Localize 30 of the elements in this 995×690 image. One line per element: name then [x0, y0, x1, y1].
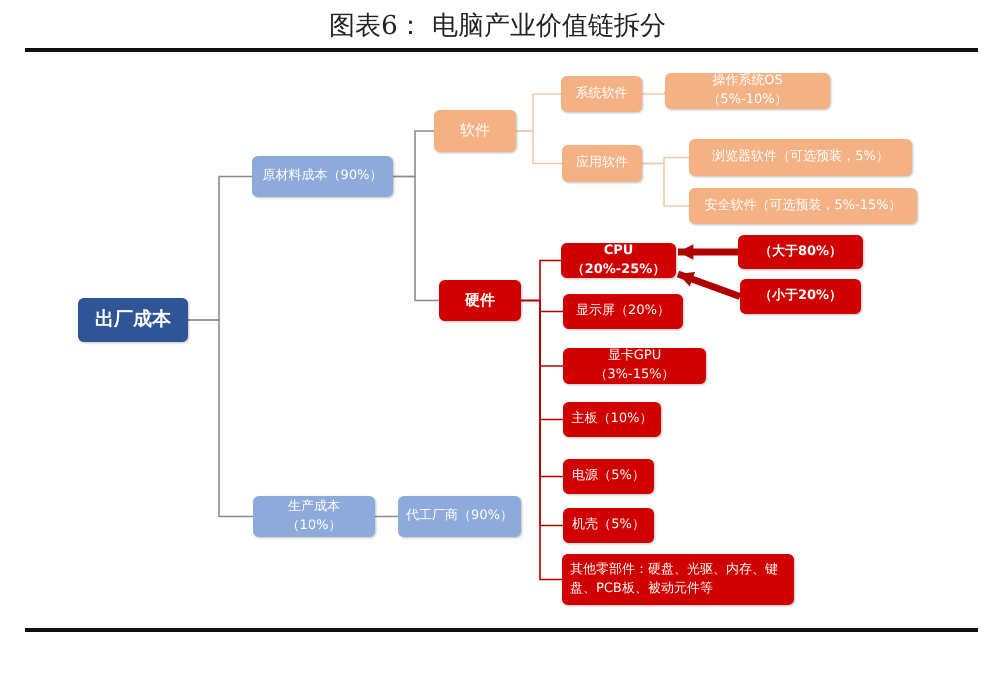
connector-line: [642, 162, 689, 207]
connector-line: [375, 516, 398, 518]
arrow: [678, 244, 738, 260]
chart-title: 图表6： 电脑产业价值链拆分: [328, 10, 667, 43]
category-box: 应用软件: [562, 145, 642, 182]
category-box: 显示屏（20%）: [563, 294, 683, 329]
connector-line: [642, 91, 666, 95]
category-box: （小于20%）: [740, 279, 861, 314]
category-box: 其他零部件：硬盘、光驱、内存、键盘、PCB板、被动元件等: [562, 554, 794, 605]
category-box: 原材料成本（90%）: [252, 156, 393, 197]
category-box: 电源（5%）: [563, 459, 654, 494]
category-box: （大于80%）: [738, 235, 863, 269]
category-box: 系统软件: [561, 76, 642, 112]
category-box: 生产成本（10%）: [253, 496, 375, 537]
category-box: 操作系统OS（5%-10%）: [665, 73, 830, 109]
category-box: 安全软件（可选预装，5%-15%）: [689, 188, 917, 224]
category-box: CPU（20%-25%）: [561, 243, 676, 278]
connector-line: [516, 130, 562, 164]
connector-line: [188, 319, 253, 518]
category-box: 出厂成本: [78, 298, 188, 342]
category-box: 主板（10%）: [563, 402, 661, 437]
category-box: 代工厂商（90%）: [398, 496, 521, 537]
category-box: 硬件: [439, 280, 521, 321]
category-box: 软件: [434, 110, 516, 152]
category-box: 机壳（5%）: [563, 508, 654, 543]
connector-line: [393, 176, 439, 302]
connector-line: [521, 300, 562, 580]
arrow: [676, 270, 742, 300]
category-box: 浏览器软件（可选预装，5%）: [689, 139, 912, 176]
category-box: 显卡GPU（3%-15%）: [563, 348, 706, 384]
